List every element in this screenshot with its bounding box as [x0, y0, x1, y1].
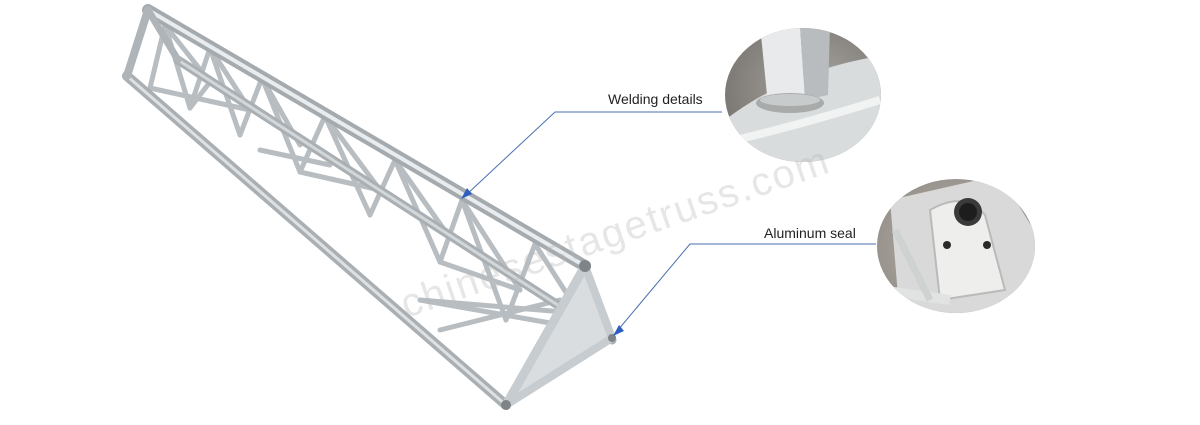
welding-callout — [461, 28, 881, 199]
truss — [122, 4, 617, 410]
welding-detail-photo — [725, 28, 881, 162]
seal-detail-photo — [877, 179, 1035, 313]
welding-details-label: Welding details — [608, 91, 703, 107]
welding-arrow-icon — [461, 188, 472, 199]
seal-arrow-icon — [613, 325, 624, 336]
seal-callout — [613, 179, 1035, 336]
aluminum-seal-label: Aluminum seal — [764, 225, 856, 241]
